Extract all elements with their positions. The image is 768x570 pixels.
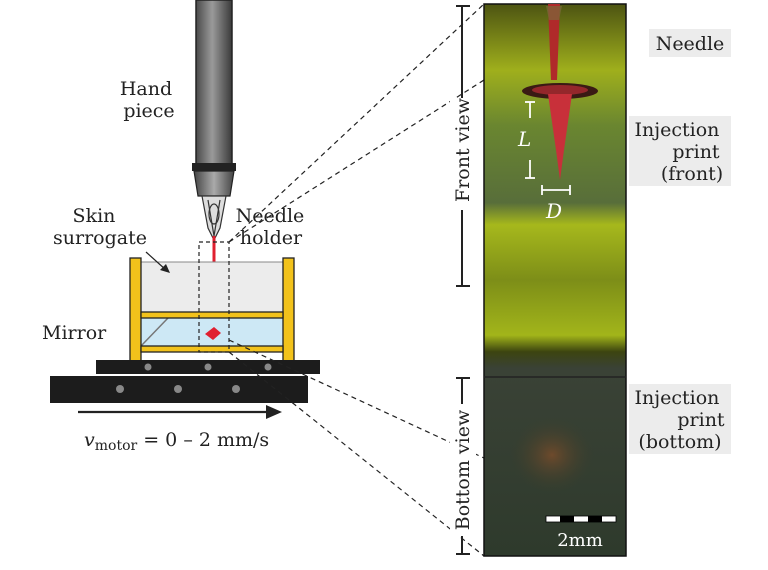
connector-lines (228, 3, 485, 557)
dimension-length-marker (525, 101, 535, 179)
camera-fov-box (198, 241, 230, 353)
upper-stage-screws (144, 363, 272, 371)
label-front-view: Front view (452, 97, 474, 202)
label-hand-piece: Hand piece (120, 78, 178, 122)
label-injection-print-front: Injection print (front) (635, 119, 726, 185)
hand-piece-tip (193, 170, 235, 197)
label-motor-velocity: vmotor = 0 – 2 mm/s (84, 429, 269, 454)
dimension-diameter-label: D (545, 199, 562, 223)
motor-arrow-head (266, 405, 282, 419)
scale-bar (545, 515, 617, 523)
photo-panel: L D 2mm (483, 3, 627, 557)
dimension-length-label: L (517, 127, 531, 151)
photo-injection-print-bottom (510, 417, 594, 493)
needle-holder-drawing (201, 195, 227, 242)
mirror-ink-print (205, 327, 221, 340)
label-injection-print-bottom: Injection print (bottom) (635, 387, 731, 453)
label-skin-surrogate: Skin surrogate (53, 205, 147, 249)
photo-needle (548, 4, 560, 80)
hand-piece-shaft (195, 0, 233, 166)
hand-piece-collar (192, 163, 236, 171)
tag-injection-bottom-bg (629, 384, 731, 454)
tag-needle-bg (649, 29, 731, 57)
label-mirror: Mirror (42, 322, 107, 344)
dimension-diameter-marker (541, 185, 571, 195)
label-bottom-view: Bottom view (452, 409, 474, 530)
label-needle: Needle (656, 33, 725, 55)
label-needle-holder: Needle holder (236, 205, 311, 249)
scale-bar-label: 2mm (557, 530, 603, 551)
skin-surrogate-pointer (145, 251, 167, 271)
photo-needle-collar (546, 6, 562, 20)
apparatus-drawing (50, 0, 320, 419)
lower-stage-screws (116, 385, 240, 393)
mirror-plate (140, 317, 169, 347)
photo-injection-print-front (548, 94, 572, 180)
tag-injection-front-bg (629, 116, 731, 186)
